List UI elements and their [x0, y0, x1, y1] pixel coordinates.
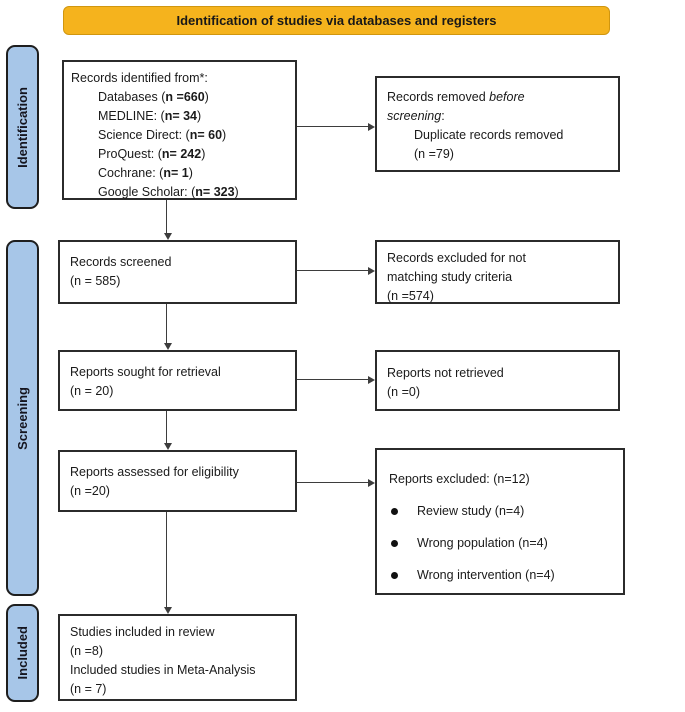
item-post: ) — [204, 90, 209, 104]
reports-not-retrieved-label: Reports not retrieved — [387, 366, 504, 380]
records-identified-item-databases: Databases (n =660) — [71, 88, 289, 107]
records-removed-count: (n =79) — [414, 147, 454, 161]
banner-title: Identification of studies via databases … — [176, 13, 497, 28]
item-count: n =660 — [165, 90, 205, 104]
arrow-screened-to-excluded — [297, 267, 375, 275]
records-excluded-count: (n =574) — [387, 289, 434, 303]
records-removed-duplicates: Duplicate records removed — [414, 128, 564, 142]
records-screened-label: Records screened — [70, 255, 172, 269]
stage-label-identification-text: Identification — [15, 86, 30, 168]
records-removed-line1-italic: before — [489, 90, 525, 104]
stage-label-screening-text: Screening — [15, 386, 30, 450]
bullet-text: Wrong population (n=4) — [417, 536, 548, 550]
box-records-identified: Records identified from*: Databases (n =… — [62, 60, 297, 200]
arrow-identified-to-screened — [163, 200, 172, 240]
item-pre: Google Scholar: ( — [98, 185, 196, 199]
records-excluded-line2: matching study criteria — [387, 270, 513, 284]
box-records-removed-before-screening: Records removed before screening: Duplic… — [375, 76, 620, 172]
item-count: n= 1 — [163, 166, 189, 180]
meta-analysis-count: (n = 7) — [70, 682, 107, 696]
records-removed-line1: Records removed before — [387, 88, 610, 107]
records-identified-item-googlescholar: Google Scholar: (n= 323) — [71, 183, 289, 202]
box-records-screened: Records screened (n = 585) — [58, 240, 297, 304]
records-identified-item-proquest: ProQuest: (n= 242) — [71, 145, 289, 164]
studies-included-label: Studies included in review — [70, 625, 215, 639]
item-post: ) — [222, 128, 227, 142]
bullet-dot-icon — [391, 508, 398, 515]
stage-label-screening: Screening — [6, 240, 39, 596]
reports-not-retrieved-count: (n =0) — [387, 385, 421, 399]
stage-label-identification: Identification — [6, 45, 39, 209]
item-pre: Databases ( — [98, 90, 166, 104]
bullet-dot-icon — [391, 572, 398, 579]
item-post: ) — [188, 166, 193, 180]
meta-analysis-label: Included studies in Meta-Analysis — [70, 663, 256, 677]
reports-assessed-label: Reports assessed for eligibility — [70, 465, 239, 479]
reports-sought-count: (n = 20) — [70, 384, 114, 398]
records-removed-line2: screening: — [387, 107, 610, 126]
arrow-assessed-to-excluded — [297, 479, 375, 487]
bullet-dot-icon — [391, 540, 398, 547]
item-count: n= 242 — [161, 147, 202, 161]
item-pre: Cochrane: ( — [98, 166, 164, 180]
item-post: ) — [201, 147, 206, 161]
stage-label-included: Included — [6, 604, 39, 702]
records-removed-line1-normal: Records removed — [387, 90, 490, 104]
bullet-text: Review study (n=4) — [417, 504, 525, 518]
item-post: ) — [234, 185, 239, 199]
reports-excluded-bullet-review-study: Review study (n=4) — [391, 502, 615, 521]
stage-label-included-text: Included — [15, 626, 30, 680]
box-reports-not-retrieved: Reports not retrieved (n =0) — [375, 350, 620, 411]
records-identified-title: Records identified from*: — [71, 71, 208, 85]
studies-included-count: (n =8) — [70, 644, 104, 658]
records-identified-item-cochrane: Cochrane: (n= 1) — [71, 164, 289, 183]
arrow-sought-to-assessed — [163, 411, 172, 450]
reports-assessed-count: (n =20) — [70, 484, 110, 498]
arrow-assessed-to-included — [163, 512, 172, 614]
records-identified-item-sciencedirect: Science Direct: (n= 60) — [71, 126, 289, 145]
records-excluded-line1: Records excluded for not — [387, 251, 526, 265]
item-count: n= 60 — [189, 128, 223, 142]
item-count: n= 34 — [164, 109, 197, 123]
reports-excluded-title: Reports excluded: (n=12) — [389, 472, 530, 486]
records-screened-count: (n = 585) — [70, 274, 121, 288]
records-removed-line2-italic: screening — [387, 109, 442, 123]
reports-excluded-bullet-wrong-intervention: Wrong intervention (n=4) — [391, 566, 615, 585]
box-records-excluded: Records excluded for not matching study … — [375, 240, 620, 304]
reports-sought-label: Reports sought for retrieval — [70, 365, 221, 379]
records-removed-line2-normal: : — [441, 109, 445, 123]
item-count: n= 323 — [195, 185, 235, 199]
banner-identification-via-databases: Identification of studies via databases … — [63, 6, 610, 35]
box-reports-assessed: Reports assessed for eligibility (n =20) — [58, 450, 297, 512]
arrow-screened-to-sought — [163, 304, 172, 350]
arrow-sought-to-not-retrieved — [297, 376, 375, 384]
item-pre: Science Direct: ( — [98, 128, 190, 142]
bullet-text: Wrong intervention (n=4) — [417, 568, 555, 582]
box-studies-included: Studies included in review (n =8) Includ… — [58, 614, 297, 701]
box-reports-excluded: Reports excluded: (n=12) Review study (n… — [375, 448, 625, 595]
reports-excluded-bullet-wrong-population: Wrong population (n=4) — [391, 534, 615, 553]
box-reports-sought: Reports sought for retrieval (n = 20) — [58, 350, 297, 411]
item-post: ) — [197, 109, 202, 123]
arrow-identified-to-removed — [297, 123, 375, 131]
item-pre: ProQuest: ( — [98, 147, 162, 161]
records-identified-item-medline: MEDLINE: (n= 34) — [71, 107, 289, 126]
item-pre: MEDLINE: ( — [98, 109, 165, 123]
